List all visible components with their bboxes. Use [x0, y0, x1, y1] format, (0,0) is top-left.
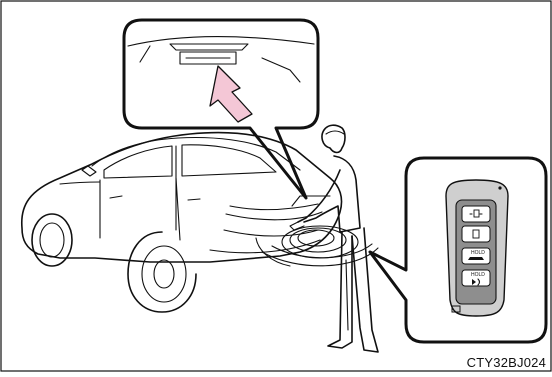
key-button-unlock	[462, 226, 490, 242]
key-button-lock	[462, 206, 490, 222]
key-button-hold-label: HOLD	[471, 272, 485, 278]
smart-key-icon: HOLD HOLD	[446, 180, 508, 316]
key-button-hold-label: HOLD	[471, 250, 485, 256]
figure-code: CTY32BJ024	[467, 355, 546, 370]
